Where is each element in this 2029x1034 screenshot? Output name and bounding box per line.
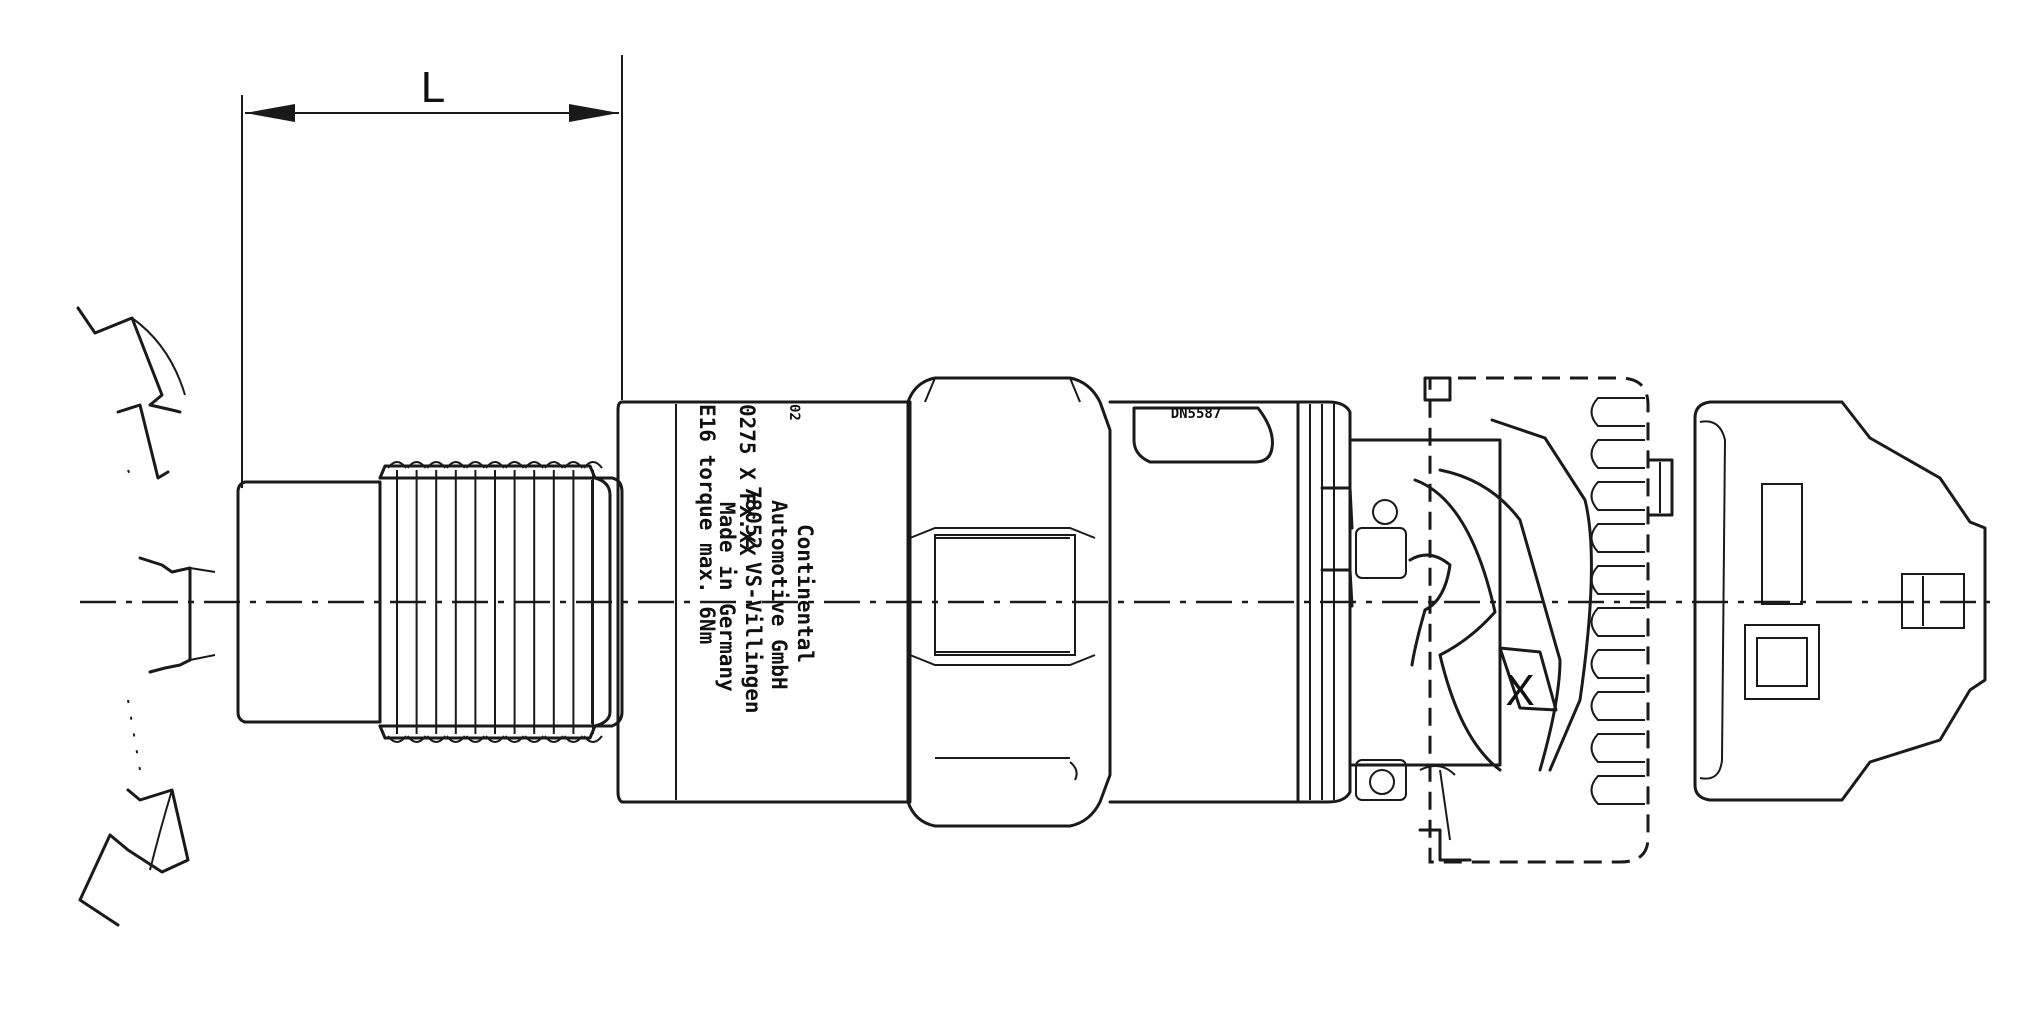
clip-finger — [1590, 523, 1645, 553]
clip-finger — [1590, 775, 1645, 805]
thread-crest-top — [583, 461, 603, 469]
dimension-arrow-right — [569, 104, 619, 122]
margin-mark: 02 — [786, 404, 802, 421]
clip-finger — [1590, 649, 1645, 679]
thread-crest-bottom — [563, 735, 584, 743]
marking-line-6: Made in Germany — [715, 502, 739, 692]
clip-finger — [1590, 481, 1645, 511]
dimension-arrow-left — [245, 104, 295, 122]
thread-crest-bottom — [485, 735, 505, 743]
connector-key — [1901, 573, 1965, 629]
thread-crest-top — [426, 461, 446, 469]
thread-crest-top — [524, 461, 544, 469]
thread-crest-top — [387, 461, 407, 469]
thread-crest-top — [544, 461, 564, 469]
marking-line-4: Automotive GmbH — [767, 500, 791, 690]
thread-crest-bottom — [406, 735, 427, 743]
thread-crest-bottom — [387, 735, 407, 743]
connector-housing: X — [1320, 418, 1593, 841]
clip-finger — [1590, 397, 1645, 427]
thread-crest-bottom — [426, 735, 446, 743]
label-plate-text: DN5587 — [1171, 406, 1222, 422]
thread-crest-top — [504, 461, 525, 469]
thread-crest-bottom — [524, 735, 544, 743]
thread-crest-top — [446, 461, 466, 469]
threaded-section — [378, 461, 624, 743]
trigger-wheel — [76, 306, 216, 927]
marking-line-1: E16 torque max. 6Nm — [695, 404, 719, 644]
thread-crest-top — [406, 461, 427, 469]
connector-window-square — [1744, 624, 1820, 700]
thread-crest-top — [465, 461, 486, 469]
latch-symbol: X — [1505, 666, 1534, 715]
clip-finger — [1590, 691, 1645, 721]
thread-crest-bottom — [504, 735, 525, 743]
hex-nut — [906, 376, 1112, 828]
thread-crest-bottom — [465, 735, 486, 743]
hex-flat-face — [934, 534, 1076, 656]
thread-crest-bottom — [583, 735, 603, 743]
thread-crest-bottom — [446, 735, 466, 743]
clip-finger — [1590, 439, 1645, 469]
locking-clip — [1418, 376, 1674, 864]
sensor-body: E16 torque max. 6Nm 0275 X FX.XX Contine… — [616, 400, 912, 804]
clip-finger — [1590, 565, 1645, 595]
collar: DN5587 — [1108, 400, 1300, 804]
connector-end — [1693, 400, 1987, 802]
connector-window-upper — [1761, 483, 1803, 605]
ring — [1296, 400, 1352, 804]
marking-line-3: Continental — [793, 524, 817, 663]
dimension-label: L — [421, 63, 445, 112]
marking-line-5: 78052 VS-Villingen — [741, 486, 765, 714]
thread-crest-bottom — [544, 735, 564, 743]
thread-crest-top — [485, 461, 505, 469]
dimension-L: L — [241, 55, 623, 488]
clip-finger — [1590, 607, 1645, 637]
sensor-tip — [236, 480, 382, 724]
marking-line-2: 0275 X FX.XX — [735, 404, 759, 556]
thread-crest-top — [563, 461, 584, 469]
clip-finger — [1590, 733, 1645, 763]
